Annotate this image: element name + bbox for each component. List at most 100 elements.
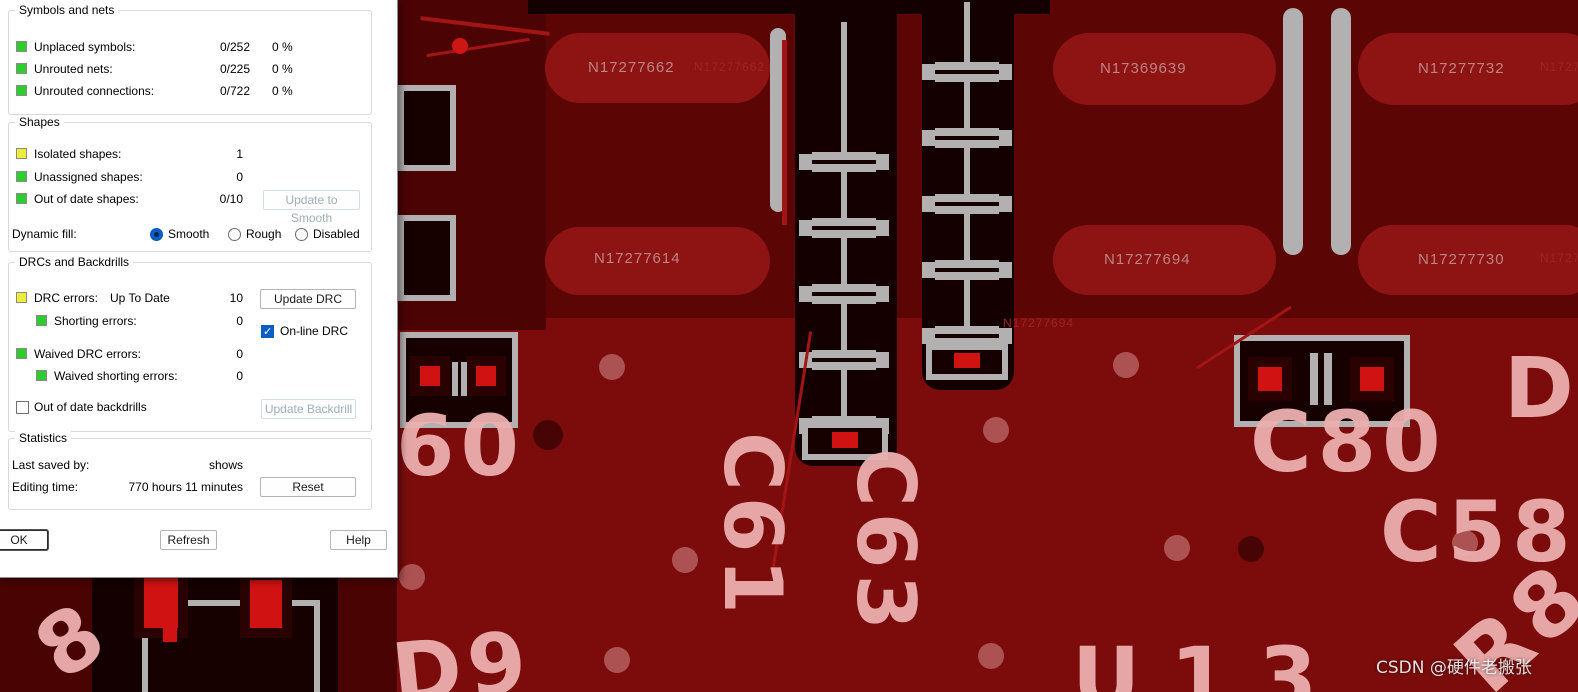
- drc-errors-label: DRC errors:: [34, 291, 99, 305]
- status-indicator-green: [36, 315, 47, 326]
- editing-time-value: 770 hours 11 minutes: [128, 480, 243, 494]
- net-label: N17277614: [594, 250, 681, 267]
- net-label: N17369639: [1100, 60, 1187, 77]
- net-pad: [1358, 225, 1578, 295]
- radio-smooth[interactable]: [150, 228, 163, 241]
- capacitor-stubs-right: [999, 40, 1012, 370]
- status-dialog: Symbols and nets Shapes DRCs and Backdri…: [0, 0, 398, 578]
- component-pad-bar: [1331, 8, 1351, 255]
- update-backdrill-button[interactable]: Update Backdrill: [261, 399, 356, 419]
- group-symbols-and-nets: Symbols and nets: [8, 3, 372, 115]
- capacitor-chain: [922, 2, 1012, 370]
- online-drc-checkbox[interactable]: [261, 325, 274, 338]
- row-label: Isolated shapes:: [34, 147, 122, 161]
- row-value: 1: [236, 147, 243, 161]
- group-title: DRCs and Backdrills: [15, 255, 134, 269]
- smd-pad: [240, 570, 292, 638]
- status-indicator-green: [36, 370, 47, 381]
- net-pad: [545, 33, 770, 103]
- antipad-hole: [533, 420, 563, 450]
- component-outline: [400, 332, 518, 428]
- via: [452, 38, 468, 54]
- online-drc-label[interactable]: On-line DRC: [280, 324, 349, 338]
- row-value: 0/722: [219, 84, 250, 98]
- ghost-net-label: N17277730: [1540, 251, 1578, 265]
- component-outline: [1234, 335, 1410, 427]
- shorting-errors-label: Shorting errors:: [54, 314, 137, 328]
- group-title: Symbols and nets: [15, 3, 119, 17]
- component-pad-bar: [1283, 8, 1303, 255]
- silkscreen-label-60: 60: [396, 397, 525, 495]
- trace: [782, 40, 787, 225]
- via: [1452, 530, 1478, 556]
- group-drcs-backdrills: DRCs and Backdrills: [8, 255, 372, 432]
- ok-button[interactable]: OK: [0, 530, 48, 550]
- smd-pad: [1248, 357, 1292, 401]
- refresh-button[interactable]: Refresh: [160, 530, 217, 550]
- row-value: 0/10: [219, 192, 243, 206]
- row-percent: 0 %: [272, 62, 293, 76]
- watermark: CSDN @硬件老搬张: [1376, 658, 1532, 678]
- row-label: Unassigned shapes:: [34, 170, 143, 184]
- backdrill-checkbox[interactable]: [16, 401, 29, 414]
- ghost-net-label: N17277662: [694, 60, 766, 74]
- capacitor-stubs-left: [922, 40, 935, 370]
- capacitor-stubs-right: [876, 130, 889, 460]
- status-indicator-yellow: [16, 148, 27, 159]
- radio-disabled[interactable]: [295, 228, 308, 241]
- via: [983, 417, 1009, 443]
- pad-center: [420, 366, 440, 386]
- silkscreen-label-d4: D4: [1504, 339, 1578, 437]
- net-label: N17277730: [1418, 251, 1505, 268]
- via: [599, 354, 625, 380]
- via: [399, 564, 425, 590]
- capacitor-plates: [935, 40, 999, 370]
- status-indicator-green: [16, 85, 27, 96]
- status-indicator-yellow: [16, 292, 27, 303]
- cap-mark: [1310, 353, 1318, 405]
- net-label: N17277732: [1418, 60, 1505, 77]
- drc-errors-status: Up To Date: [110, 291, 170, 305]
- drc-errors-value: 10: [229, 291, 243, 305]
- silkscreen-label-c61: C61: [706, 432, 799, 621]
- silkscreen-label-u13: U13: [1072, 629, 1348, 692]
- silkscreen-label-c80: C80: [1250, 393, 1447, 491]
- row-label: Unplaced symbols:: [34, 40, 136, 54]
- pad-center: [1258, 367, 1282, 391]
- net-pad: [1358, 33, 1578, 105]
- last-saved-label: Last saved by:: [12, 458, 90, 472]
- group-shapes: Shapes: [8, 115, 372, 252]
- radio-rough-label[interactable]: Rough: [246, 227, 282, 241]
- component-outline: [926, 344, 1008, 380]
- via: [1164, 535, 1190, 561]
- radio-disabled-label[interactable]: Disabled: [313, 227, 360, 241]
- net-label: N17277662: [588, 59, 675, 76]
- status-indicator-green: [16, 63, 27, 74]
- group-title: Statistics: [15, 431, 72, 445]
- radio-smooth-label[interactable]: Smooth: [168, 227, 210, 241]
- ghost-net-label: N17277694: [1003, 316, 1075, 330]
- net-pad: [1053, 33, 1276, 105]
- row-percent: 0 %: [272, 84, 293, 98]
- smd-pad: [163, 616, 177, 642]
- last-saved-value: shows: [208, 458, 243, 472]
- ghost-net-label: N17277732: [1540, 60, 1578, 74]
- radio-rough[interactable]: [228, 228, 241, 241]
- smd-pad: [954, 353, 980, 368]
- smd-pad: [466, 356, 506, 396]
- silkscreen-label-c63: C63: [839, 448, 932, 637]
- update-drc-button[interactable]: Update DRC: [260, 289, 356, 309]
- group-title: Shapes: [15, 115, 64, 129]
- net-label: N17277694: [1104, 251, 1191, 268]
- cap-mark: [452, 362, 458, 396]
- help-button[interactable]: Help: [330, 530, 387, 550]
- smd-pad: [1350, 357, 1394, 401]
- reset-button[interactable]: Reset: [260, 477, 356, 497]
- update-to-smooth-button[interactable]: Update to Smooth: [263, 190, 360, 225]
- group-statistics: Statistics: [8, 431, 372, 510]
- row-label: Unrouted nets:: [34, 62, 113, 76]
- waived-drc-value: 0: [236, 347, 243, 361]
- backdrill-label[interactable]: Out of date backdrills: [34, 400, 147, 414]
